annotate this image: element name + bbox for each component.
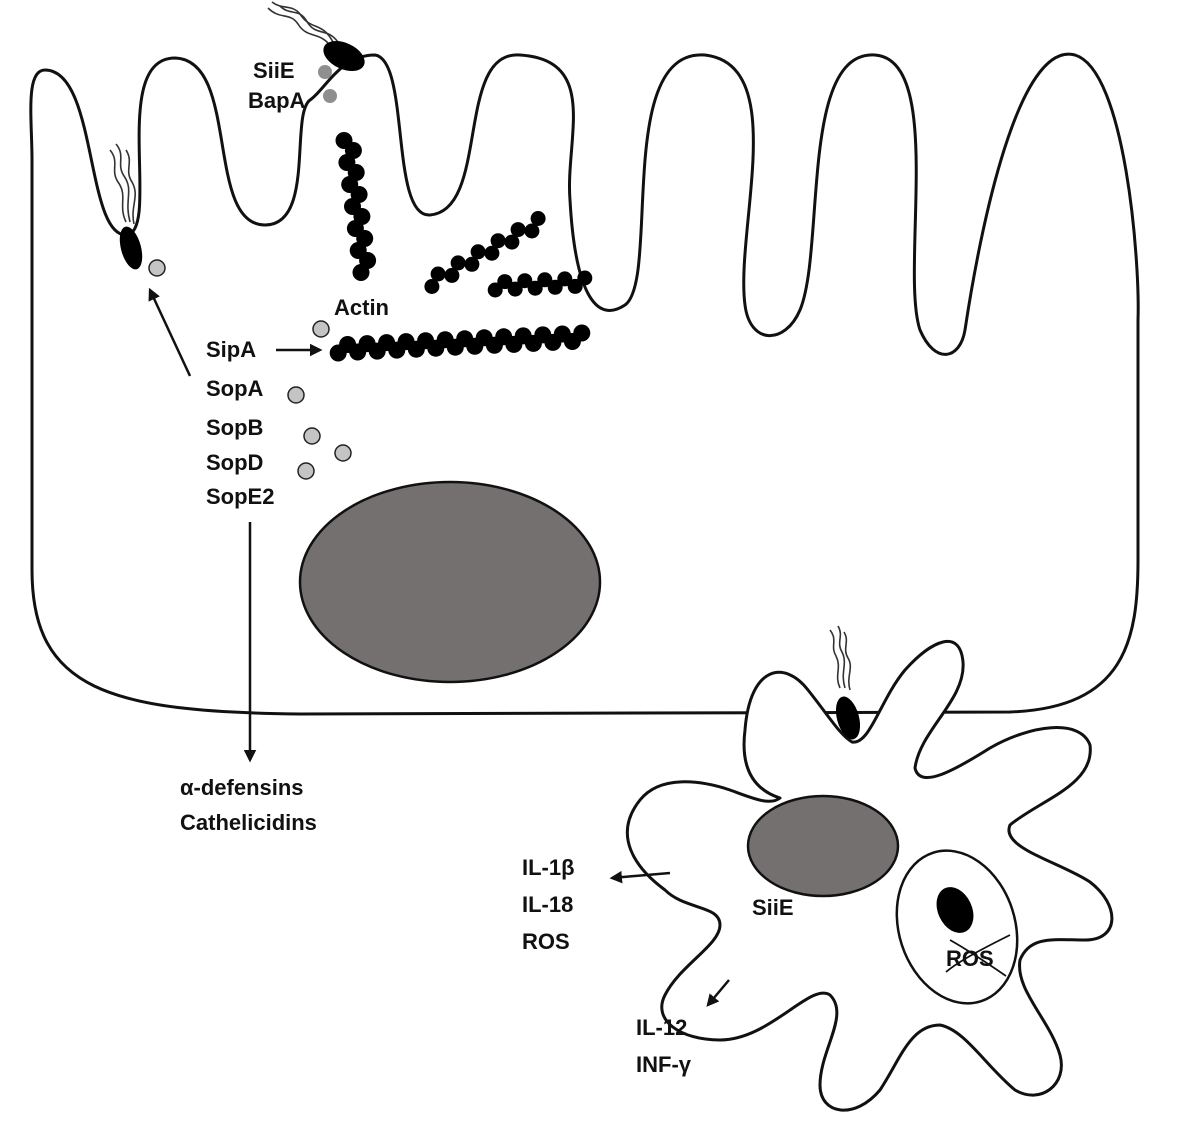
actin-bead [537, 272, 553, 288]
flagellum-icon [829, 629, 841, 689]
actin-bead [464, 256, 480, 272]
effector-sopd: SopD [206, 450, 263, 475]
actin-bead [517, 273, 533, 289]
secreted-alpha-defensins: α-defensins [180, 775, 304, 800]
actin-bead [424, 279, 440, 294]
actin-bead [470, 244, 486, 260]
arrow-to-bacterium [148, 287, 192, 377]
effector-sopa: SopA [206, 376, 264, 401]
bacterium-icon [936, 887, 974, 933]
effector-dot [287, 386, 305, 404]
siie-protein-dot [318, 65, 332, 79]
macrophage-ros-label: ROS [522, 929, 570, 954]
actin-label: Actin [334, 295, 389, 320]
effector-dot [334, 444, 352, 462]
effector-list: SipA SopA SopB SopD SopE2 [206, 337, 274, 509]
macrophage-siie-label: SiiE [752, 895, 794, 920]
actin-bead [450, 255, 466, 271]
macrophage-nucleus [746, 794, 900, 898]
bacterium-icon [119, 226, 143, 270]
actin-filaments [329, 132, 593, 362]
actin-bead [504, 234, 520, 250]
actin-bead [577, 270, 593, 286]
flagellum-icon [109, 149, 127, 223]
cytokine-il12: IL-12 [636, 1015, 687, 1040]
arrow-cytokines-bottom [706, 979, 730, 1007]
epithelial-cell [29, 52, 1140, 716]
cytokine-il1b: IL-1β [522, 855, 575, 880]
effector-dot [148, 259, 166, 277]
siie-label: SiiE [253, 58, 295, 83]
cytokine-il18: IL-18 [522, 892, 573, 917]
effector-sopb: SopB [206, 415, 263, 440]
bacterium-left [109, 143, 143, 270]
effector-sipa: SipA [206, 337, 256, 362]
bapa-protein-dot [323, 89, 337, 103]
effector-sope2: SopE2 [206, 484, 274, 509]
epithelial-nucleus [298, 480, 602, 684]
actin-bead [557, 271, 573, 287]
actin-bead [484, 245, 500, 261]
secreted-cathelicidins: Cathelicidins [180, 810, 317, 835]
bacterium-icon [835, 696, 861, 740]
effector-dot [303, 427, 321, 445]
bacterium-macrophage [829, 625, 861, 740]
flagellum-icon [267, 7, 333, 49]
actin-bead [524, 223, 540, 239]
bacterium-icon [323, 40, 365, 72]
actin-bead [490, 233, 506, 249]
effector-dot [297, 462, 315, 480]
arrow-cytokines-left [609, 870, 671, 884]
actin-bead [573, 324, 591, 342]
macrophage-cell [625, 640, 1114, 1112]
actin-bead [430, 266, 446, 282]
bapa-label: BapA [248, 88, 306, 113]
actin-bead [530, 211, 546, 226]
effector-dot [312, 320, 330, 338]
actin-bead [444, 267, 460, 283]
actin-bead [510, 222, 526, 238]
bacterium-top [267, 1, 365, 72]
cytokine-infg: INF-γ [636, 1052, 692, 1077]
actin-bead [352, 264, 370, 281]
actin-bead [497, 274, 513, 290]
ros-blocked-cross-icon [945, 934, 1011, 977]
